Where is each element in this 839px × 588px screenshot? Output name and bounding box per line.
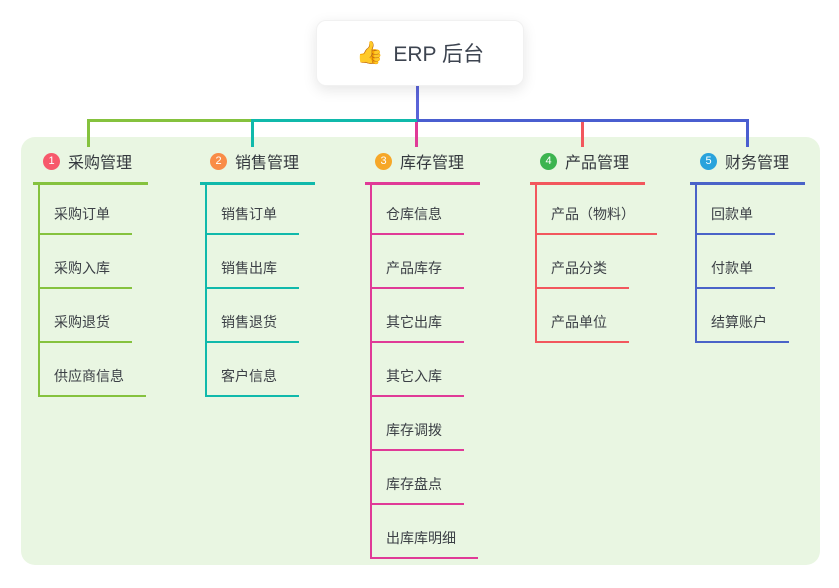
child-node[interactable]: 其它入库 — [372, 343, 480, 397]
badge-2: 2 — [210, 152, 227, 170]
branch-label: 财务管理 — [725, 155, 790, 172]
branch-node-product[interactable]: 4 产品管理 — [530, 146, 646, 185]
child-node[interactable]: 采购退货 — [40, 289, 148, 343]
branch-children: 采购订单 采购入库 采购退货 供应商信息 — [38, 185, 148, 397]
child-node[interactable]: 销售退货 — [207, 289, 315, 343]
child-node[interactable]: 出库库明细 — [372, 505, 480, 559]
child-node[interactable]: 结算账户 — [697, 289, 805, 343]
child-node[interactable]: 仓库信息 — [372, 185, 480, 235]
root-node[interactable]: 👍 ERP 后台 — [316, 20, 524, 86]
connector-bus-sales — [251, 119, 418, 122]
child-node[interactable]: 其它出库 — [372, 289, 480, 343]
branch-children: 销售订单 销售出库 销售退货 客户信息 — [205, 185, 315, 397]
branch-node-purchase[interactable]: 1 采购管理 — [33, 146, 149, 185]
connector-root — [416, 84, 419, 122]
child-node[interactable]: 供应商信息 — [40, 343, 148, 397]
badge-1: 1 — [43, 152, 60, 170]
connector-bus-purchase — [87, 119, 253, 122]
branch-finance: 5 财务管理 回款单 付款单 结算账户 — [690, 146, 806, 343]
child-node[interactable]: 产品库存 — [372, 235, 480, 289]
child-node[interactable]: 采购入库 — [40, 235, 148, 289]
branch-children: 回款单 付款单 结算账户 — [695, 185, 805, 343]
branch-label: 库存管理 — [400, 155, 465, 172]
branch-node-sales[interactable]: 2 销售管理 — [200, 146, 316, 185]
branch-children: 产品（物料） 产品分类 产品单位 — [535, 185, 657, 343]
mindmap-panel — [21, 137, 820, 565]
connector-drop-product — [581, 122, 584, 147]
branch-sales: 2 销售管理 销售订单 销售出库 销售退货 客户信息 — [200, 146, 316, 397]
branch-children: 仓库信息 产品库存 其它出库 其它入库 库存调拨 库存盘点 出库库明细 — [370, 185, 480, 559]
child-node[interactable]: 产品单位 — [537, 289, 657, 343]
child-node[interactable]: 采购订单 — [40, 185, 148, 235]
branch-label: 采购管理 — [68, 155, 133, 172]
child-node[interactable]: 产品分类 — [537, 235, 657, 289]
child-node[interactable]: 回款单 — [697, 185, 805, 235]
branch-product: 4 产品管理 产品（物料） 产品分类 产品单位 — [530, 146, 657, 343]
branch-inventory: 3 库存管理 仓库信息 产品库存 其它出库 其它入库 库存调拨 库存盘点 出库库… — [365, 146, 481, 559]
thumbs-up-icon: 👍 — [355, 40, 384, 65]
branch-node-finance[interactable]: 5 财务管理 — [690, 146, 806, 185]
badge-4: 4 — [540, 152, 557, 170]
badge-3: 3 — [375, 152, 392, 170]
root-title: ERP 后台 — [393, 43, 485, 66]
child-node[interactable]: 产品（物料） — [537, 185, 657, 235]
connector-drop-purchase — [87, 119, 90, 147]
connector-drop-sales — [251, 119, 254, 147]
child-node[interactable]: 销售订单 — [207, 185, 315, 235]
connector-drop-inventory — [415, 122, 418, 147]
badge-5: 5 — [700, 152, 717, 170]
branch-label: 产品管理 — [565, 155, 630, 172]
connector-drop-finance — [746, 119, 749, 147]
child-node[interactable]: 销售出库 — [207, 235, 315, 289]
branch-label: 销售管理 — [235, 155, 300, 172]
connector-bus-finance — [417, 119, 749, 122]
child-node[interactable]: 付款单 — [697, 235, 805, 289]
branch-node-inventory[interactable]: 3 库存管理 — [365, 146, 481, 185]
child-node[interactable]: 客户信息 — [207, 343, 315, 397]
child-node[interactable]: 库存盘点 — [372, 451, 480, 505]
child-node[interactable]: 库存调拨 — [372, 397, 480, 451]
branch-purchase: 1 采购管理 采购订单 采购入库 采购退货 供应商信息 — [33, 146, 149, 397]
